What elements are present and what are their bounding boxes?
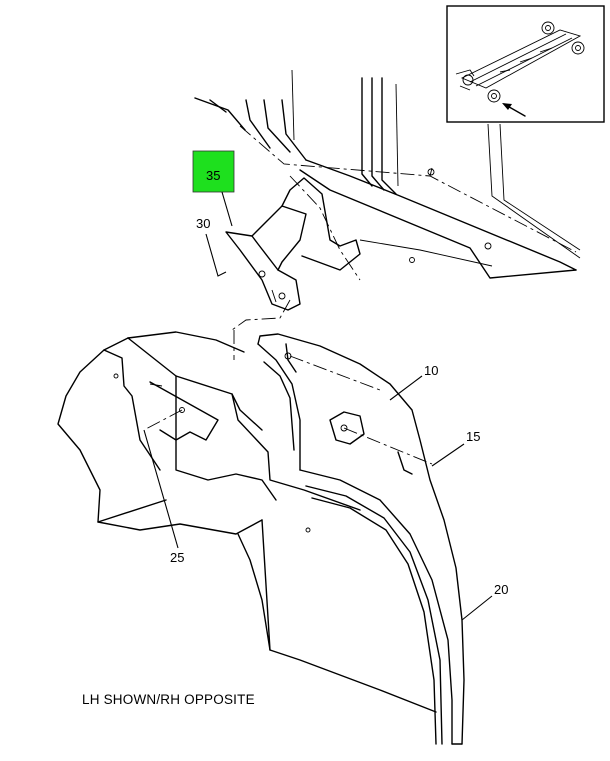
callout-15-label[interactable]: 15 <box>466 429 480 444</box>
callout-30-leader <box>205 233 227 277</box>
locator-arrow-icon <box>502 103 512 110</box>
centre-line <box>343 427 433 465</box>
centre-line <box>289 355 381 391</box>
centre-line <box>143 409 183 431</box>
callout-20-leader <box>461 595 493 621</box>
chassis-thumbnail <box>455 21 585 117</box>
callout-15[interactable]: 15 <box>431 429 480 467</box>
callout-10[interactable]: 10 <box>389 363 438 401</box>
diagram-caption: LH SHOWN/RH OPPOSITE <box>82 692 255 707</box>
callout-35-leader <box>221 191 233 227</box>
callout-15-leader <box>431 443 465 467</box>
callout-20-label[interactable]: 20 <box>494 582 508 597</box>
callout-30-label[interactable]: 30 <box>196 216 210 231</box>
locator-inset <box>446 5 605 123</box>
callout-20[interactable]: 20 <box>461 582 508 621</box>
callout-35-highlight <box>192 150 235 193</box>
callout-25-label[interactable]: 25 <box>170 550 184 565</box>
callout-30[interactable]: 30 <box>196 216 227 277</box>
body-panel-upper <box>194 69 581 281</box>
splash-shield <box>57 331 361 523</box>
callout-25-leader <box>143 429 179 549</box>
bracket <box>225 177 361 331</box>
callout-10-leader <box>389 375 423 401</box>
callout-10-label[interactable]: 10 <box>424 363 438 378</box>
callout-35-label[interactable]: 35 <box>206 168 220 183</box>
fender-liner <box>97 333 465 745</box>
callout-25[interactable]: 25 <box>143 429 184 565</box>
callout-35[interactable]: 35 <box>192 150 235 227</box>
